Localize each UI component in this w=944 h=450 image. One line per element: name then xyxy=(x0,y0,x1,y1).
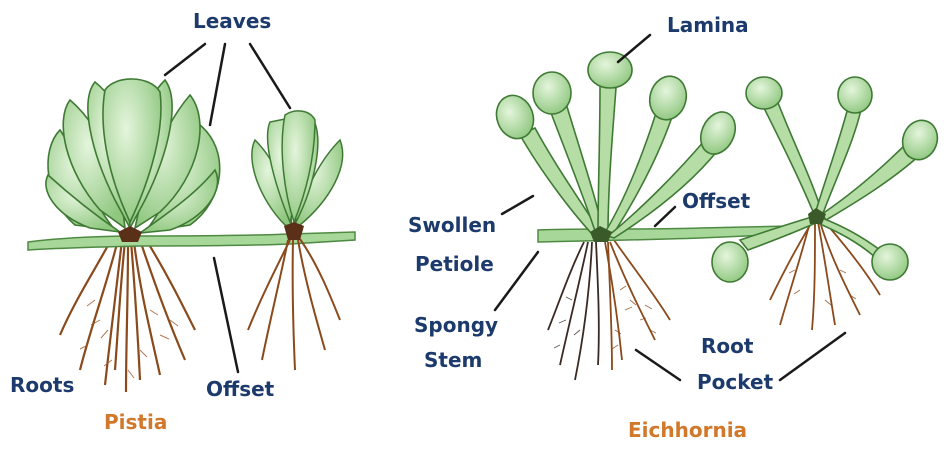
leader-leaves-3 xyxy=(250,44,290,108)
leader-leaves-2 xyxy=(210,44,225,125)
label-root: Root xyxy=(701,335,753,357)
label-offset-pistia: Offset xyxy=(206,378,274,400)
leader-offset-left xyxy=(214,258,238,372)
label-lamina: Lamina xyxy=(667,14,749,36)
label-roots: Roots xyxy=(10,374,74,396)
caption-eichhornia: Eichhornia xyxy=(628,419,747,441)
leader-root-pocket-1 xyxy=(636,350,680,380)
label-petiole: Petiole xyxy=(415,253,494,275)
pistia-rosette xyxy=(46,79,220,233)
label-swollen: Swollen xyxy=(408,214,496,236)
caption-pistia: Pistia xyxy=(104,411,167,433)
pistia-plant xyxy=(28,79,355,392)
label-stem: Stem xyxy=(424,349,482,371)
label-spongy: Spongy xyxy=(414,314,498,336)
label-offset-eichhornia: Offset xyxy=(682,190,750,212)
leader-root-pocket-2 xyxy=(780,333,845,380)
eichhornia-dark-roots xyxy=(548,242,599,380)
leader-swollen-petiole xyxy=(502,196,533,214)
eichhornia-plant xyxy=(491,52,943,380)
eichhornia-offset-roots xyxy=(770,220,880,330)
leader-lamina xyxy=(618,35,650,62)
leader-offset-right xyxy=(655,207,675,226)
label-pocket: Pocket xyxy=(697,371,773,393)
leader-leaves-1 xyxy=(165,44,205,75)
leader-spongy-stem xyxy=(495,252,538,310)
pistia-main-roots xyxy=(60,238,195,392)
pistia-offset-leaves xyxy=(252,111,343,226)
pistia-offset-roots xyxy=(248,239,340,370)
label-leaves: Leaves xyxy=(193,10,271,32)
eichhornia-offset-petioles xyxy=(740,95,920,258)
